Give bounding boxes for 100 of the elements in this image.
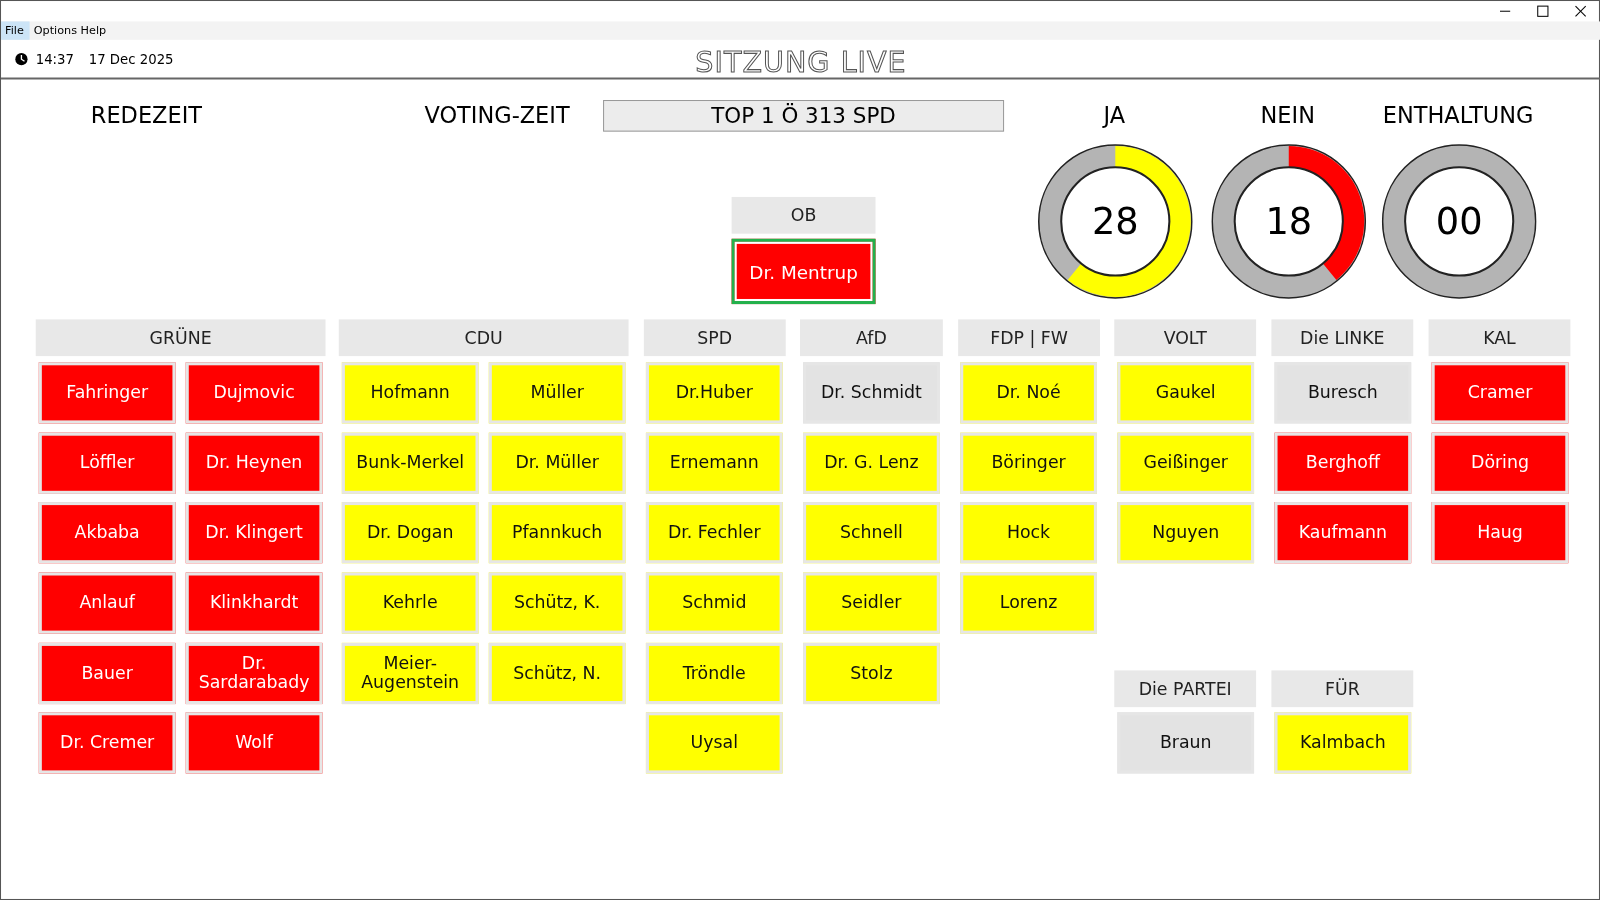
gauge-label: NEIN: [1259, 103, 1316, 129]
member-tile: [38, 712, 176, 774]
member-name: Lorenz: [999, 593, 1058, 613]
member-name: Bunk-Merkel: [356, 454, 465, 473]
member-tile: [1274, 502, 1412, 564]
vote-count: 28: [1090, 200, 1140, 243]
member-tile: [645, 642, 783, 705]
member-name: Dr. Cremer: [60, 733, 155, 752]
member-tile: [341, 572, 479, 634]
member-tile: [185, 502, 323, 564]
member-name: Buresch: [1307, 383, 1378, 402]
member-name: Kalmbach: [1300, 733, 1386, 752]
member-tile: [731, 238, 876, 305]
member-tile: [645, 362, 783, 424]
member-tile: [1274, 432, 1412, 494]
member-name: Dr. Dogan: [366, 523, 454, 542]
member-name: Dr. Klingert: [205, 523, 303, 542]
member-tile: [645, 572, 783, 634]
member-name: Geißinger: [1143, 454, 1228, 473]
member-name: Dr. Müller: [515, 454, 599, 473]
member-name: Schnell: [840, 523, 903, 542]
member-name: Schmid: [682, 593, 747, 613]
member-tile: [1431, 432, 1569, 494]
member-name: Uysal: [690, 733, 738, 752]
member-tile: [185, 712, 323, 774]
member-tile: [1117, 362, 1255, 424]
member-tile: [1431, 502, 1569, 564]
member-name: Meier-Augenstein: [360, 655, 461, 692]
member-name: Dujmovic: [213, 383, 295, 402]
member-name: Wolf: [235, 733, 273, 752]
member-name: Berghoff: [1305, 454, 1380, 473]
member-name: Anlauf: [79, 593, 135, 613]
member-name: Müller: [530, 383, 584, 402]
member-name: Kehrle: [382, 593, 438, 613]
member-tile: [341, 502, 479, 564]
member-name: Gaukel: [1155, 383, 1216, 402]
member-tile: [341, 642, 479, 705]
member-tile: [38, 572, 176, 634]
member-tile: [1117, 432, 1255, 494]
member-tile: [341, 362, 479, 424]
member-tile: [38, 642, 176, 705]
member-name: Fahringer: [66, 383, 148, 402]
member-tile: [1117, 502, 1255, 564]
member-tile: [38, 502, 176, 564]
member-tile: [1274, 362, 1412, 424]
member-name: Dr. G. Lenz: [824, 454, 919, 473]
group-name: Die LINKE: [1300, 327, 1385, 348]
group-name: FDP | FW: [990, 327, 1068, 348]
section-label: REDEZEIT: [90, 103, 202, 129]
menu-item: Options: [33, 23, 77, 37]
member-name: Dr. Fechler: [667, 523, 761, 542]
menu-item: File: [5, 23, 24, 37]
member-name: Tröndle: [682, 664, 746, 683]
status-text: 14:37: [35, 52, 74, 68]
member-tile: [488, 362, 626, 424]
member-tile: [960, 572, 1097, 634]
group-name: FÜR: [1324, 678, 1360, 699]
member-name: Löffler: [79, 454, 135, 473]
member-name: Dr.Huber: [675, 383, 753, 402]
member-tile: [960, 362, 1097, 424]
member-tile: [38, 432, 176, 494]
member-tile: [1117, 712, 1255, 774]
group-name: VOLT: [1163, 327, 1207, 348]
member-name: Dr. Heynen: [205, 454, 303, 473]
member-tile: [803, 502, 940, 564]
member-name: Haug: [1477, 523, 1523, 542]
member-name: Schütz, N.: [513, 664, 602, 683]
member-tile: [488, 432, 626, 494]
member-name: Dr. Sardarabady: [197, 655, 311, 692]
member-tile: [1431, 362, 1569, 424]
agenda-item-text: TOP 1 Ö 313 SPD: [711, 103, 896, 129]
section-label: VOTING-ZEIT: [424, 103, 570, 129]
gauge-label: ENTHALTUNG: [1381, 103, 1535, 129]
member-tile: [185, 432, 323, 494]
member-name: Stolz: [850, 664, 893, 683]
member-tile: [645, 712, 783, 774]
gauge-label: JA: [1101, 103, 1127, 129]
member-tile: [488, 572, 626, 634]
member-name: Dr. Mentrup: [749, 260, 858, 283]
member-tile: [960, 502, 1097, 564]
group-name: Die PARTEI: [1138, 678, 1232, 699]
member-name: Dr. Schmidt: [820, 383, 922, 402]
member-name: Seidler: [841, 593, 902, 613]
member-name: Schütz, K.: [513, 593, 601, 613]
member-name: Kaufmann: [1298, 523, 1387, 542]
member-name: Pfannkuch: [512, 523, 603, 542]
menu-item: Help: [80, 23, 107, 37]
vote-count: 18: [1264, 200, 1314, 243]
member-name: Döring: [1471, 454, 1529, 473]
member-name: Hock: [1006, 523, 1051, 542]
group-name: OB: [790, 205, 817, 226]
member-name: Dr. Noé: [996, 383, 1061, 402]
member-name: Hofmann: [370, 383, 450, 402]
member-tile: [488, 642, 626, 705]
member-tile: [1274, 712, 1412, 774]
agenda-item-box: [603, 100, 1005, 132]
group-name: SPD: [697, 327, 733, 348]
group-name: KAL: [1483, 327, 1516, 348]
member-tile: [645, 432, 783, 494]
member-tile: [645, 502, 783, 564]
